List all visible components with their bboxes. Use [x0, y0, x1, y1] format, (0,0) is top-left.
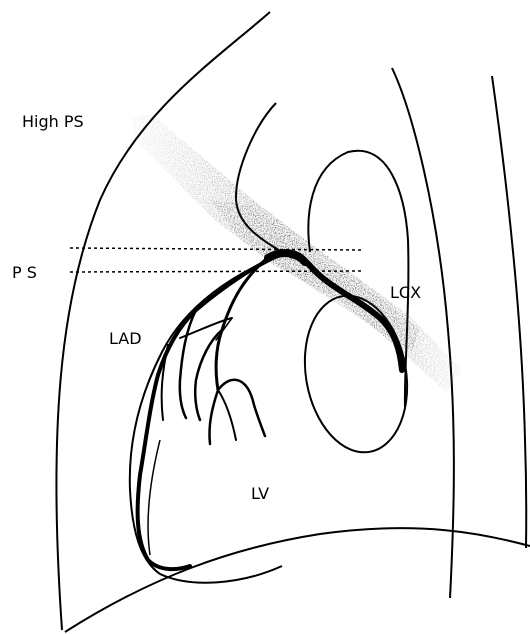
- lcx-label: LCX: [390, 283, 421, 302]
- ps-upper-line: [70, 248, 362, 250]
- diaphragm-outline: [65, 528, 530, 632]
- lad-label: LAD: [109, 329, 142, 348]
- left-anterior-descending-artery: [138, 254, 282, 569]
- lv-label: LV: [251, 484, 269, 503]
- coronary-branches: [162, 260, 265, 444]
- ps-label: P S: [12, 263, 37, 282]
- high-ps-label: High PS: [22, 112, 84, 131]
- chest-outline: [56, 12, 270, 630]
- descending-aorta-line: [492, 76, 526, 548]
- lad-inner-line: [148, 440, 160, 555]
